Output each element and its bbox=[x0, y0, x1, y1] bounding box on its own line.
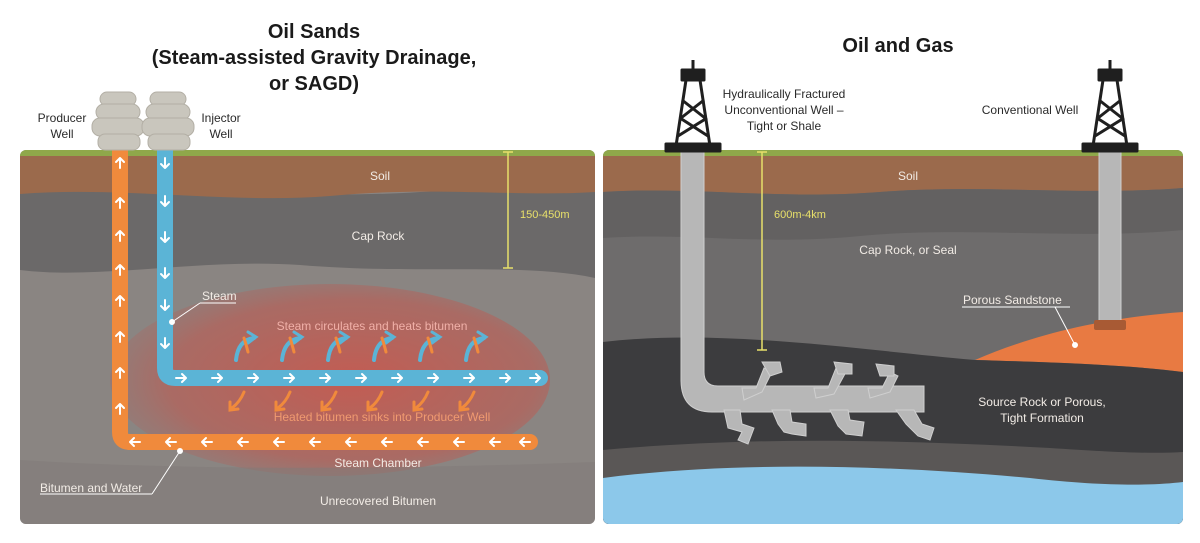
right-panel bbox=[603, 150, 1183, 524]
conventional-well-casing bbox=[1094, 149, 1126, 330]
left-title-line3: or SAGD) bbox=[269, 73, 359, 95]
left-soil-label: Soil bbox=[370, 169, 390, 183]
producer-wellhead bbox=[91, 91, 145, 151]
injector-right-arrows bbox=[175, 373, 541, 383]
injector-well-label-line1: Injector bbox=[201, 111, 240, 125]
porous-sandstone-label: Porous Sandstone bbox=[963, 293, 1062, 307]
leader-line-sandstone bbox=[962, 306, 1078, 348]
bitumen-sink-arrows bbox=[228, 336, 480, 412]
steam-chamber-label: Steam Chamber bbox=[334, 456, 421, 470]
unrecovered-bitumen-label: Unrecovered Bitumen bbox=[320, 494, 436, 508]
injector-well-label-line2: Well bbox=[209, 127, 232, 141]
left-title-line1: Oil Sands bbox=[268, 21, 360, 43]
hf-well-label-line3: Tight or Shale bbox=[747, 119, 822, 133]
leader-lines-left bbox=[40, 302, 236, 495]
right-grass-strip bbox=[603, 150, 1183, 156]
right-soil-label: Soil bbox=[898, 169, 918, 183]
steam-label: Steam bbox=[202, 289, 237, 303]
depth-measure-left bbox=[503, 151, 513, 269]
right-depth-label: 600m-4km bbox=[774, 209, 826, 221]
producer-well-label-line1: Producer bbox=[38, 111, 87, 125]
hf-derrick-icon bbox=[664, 60, 722, 153]
producer-well-label-line2: Well bbox=[50, 127, 73, 141]
hf-well-casing bbox=[680, 149, 935, 445]
grass-strip bbox=[20, 150, 595, 156]
left-title-line2: (Steam-assisted Gravity Drainage, bbox=[152, 47, 477, 69]
injector-wellhead bbox=[141, 91, 195, 151]
right-title: Oil and Gas bbox=[842, 35, 953, 57]
source-rock-label-line2: Tight Formation bbox=[1000, 411, 1084, 425]
hf-well-label-line2: Unconventional Well – bbox=[724, 103, 844, 117]
producer-up-arrows bbox=[115, 157, 125, 415]
steam-circulates-label: Steam circulates and heats bitumen bbox=[277, 319, 468, 333]
cap-rock-seal-label: Cap Rock, or Seal bbox=[859, 243, 956, 257]
injector-down-arrows bbox=[160, 157, 170, 349]
bitumen-and-water-label: Bitumen and Water bbox=[40, 481, 142, 495]
conventional-derrick-icon bbox=[1081, 60, 1139, 153]
upper-cap-band bbox=[603, 188, 1183, 240]
heated-bitumen-label: Heated bitumen sinks into Producer Well bbox=[274, 410, 491, 424]
producer-left-arrows bbox=[129, 437, 531, 447]
left-cap-rock-label: Cap Rock bbox=[352, 229, 406, 243]
hf-well-label-line1: Hydraulically Fractured bbox=[723, 87, 846, 101]
water-layer bbox=[603, 466, 1183, 524]
left-depth-label: 150-450m bbox=[520, 209, 570, 221]
steam-circulation-arrows bbox=[234, 330, 489, 362]
porous-sandstone-layer bbox=[975, 312, 1183, 372]
depth-measure-right bbox=[757, 151, 767, 351]
conventional-well-label: Conventional Well bbox=[982, 103, 1079, 117]
right-soil-layer bbox=[603, 155, 1183, 195]
source-rock-label-line1: Source Rock or Porous, bbox=[978, 395, 1105, 409]
